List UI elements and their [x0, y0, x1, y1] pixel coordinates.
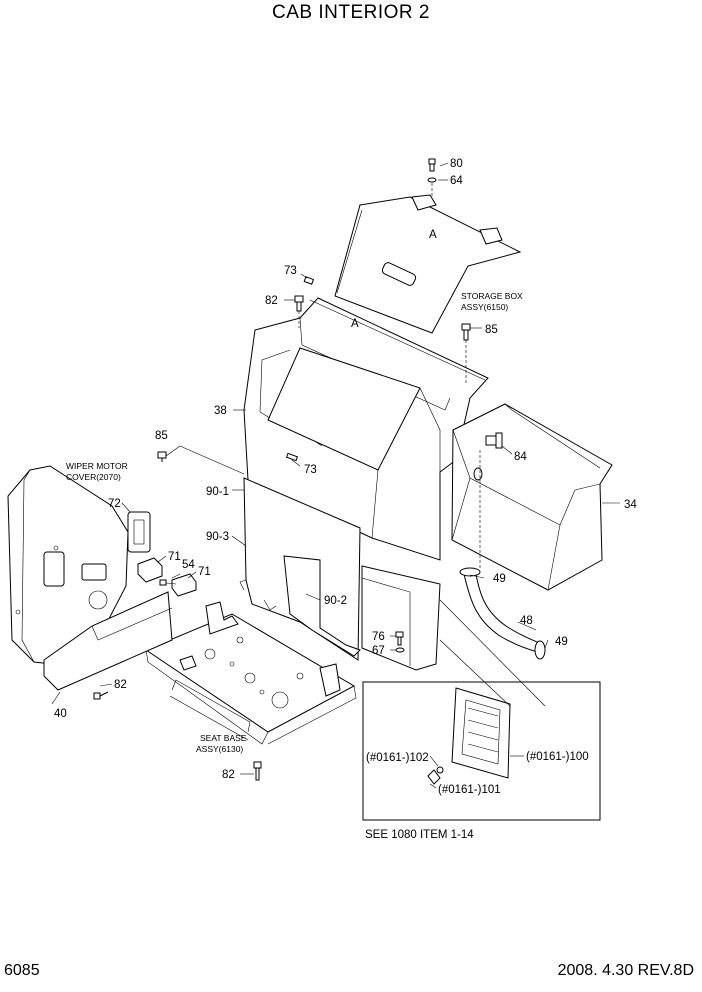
- bolt-82-seat: [253, 761, 262, 781]
- callout-0161-100: (#0161-)100: [526, 751, 589, 763]
- callout-67: 67: [372, 645, 385, 657]
- callout-82-seat: 82: [222, 769, 235, 781]
- callout-40: 40: [54, 708, 67, 720]
- callout-34: 34: [624, 499, 637, 511]
- bolt-85-right: [461, 323, 471, 384]
- callout-48: 48: [520, 615, 533, 627]
- callout-0161-102: (#0161-)102: [366, 752, 429, 764]
- callout-84: 84: [514, 451, 527, 463]
- bolt-85-left: [157, 445, 181, 462]
- page-number: 6085: [4, 962, 40, 979]
- note-storage-box-assy: ASSY(6150): [461, 302, 508, 312]
- callout-38: 38: [214, 405, 227, 417]
- note-wiper-cover: COVER(2070): [66, 472, 121, 482]
- storage-lid: [334, 194, 522, 334]
- clip-73-panel: [285, 452, 299, 462]
- callout-49-b: 49: [555, 636, 568, 648]
- clip-73-top: [303, 276, 315, 285]
- seat-base: [144, 601, 357, 745]
- page-title: CAB INTERIOR 2: [272, 2, 430, 23]
- revision-date: 2008. 4.30 REV.8D: [557, 962, 694, 979]
- knob-71: [137, 557, 197, 597]
- hose-48: [459, 567, 546, 660]
- callout-64: 64: [450, 175, 463, 187]
- callout-76: 76: [372, 631, 385, 643]
- callout-90-2: 90-2: [324, 595, 347, 607]
- reference-box: [362, 681, 601, 821]
- callout-a-panel: A: [351, 318, 359, 330]
- callout-82-side: 82: [114, 679, 127, 691]
- plate-90-2: [361, 565, 441, 671]
- switch-72: [127, 511, 151, 553]
- callout-73-panel: 73: [304, 464, 317, 476]
- bolt-76: [395, 631, 405, 653]
- callout-82-top: 82: [265, 295, 278, 307]
- note-seat-base-assy: ASSY(6130): [196, 744, 243, 754]
- callout-90-1: 90-1: [206, 486, 229, 498]
- storage-box-34: [451, 403, 613, 591]
- callout-80: 80: [450, 158, 463, 170]
- note-storage-box: STORAGE BOX: [461, 291, 523, 301]
- bolt-82-side: [93, 691, 109, 700]
- callout-49-a: 49: [493, 573, 506, 585]
- fitting-84: [479, 432, 503, 568]
- note-wiper-motor: WIPER MOTOR: [66, 461, 128, 471]
- callout-73-top: 73: [284, 265, 297, 277]
- callout-85-left: 85: [155, 430, 168, 442]
- callout-0161-101: (#0161-)101: [438, 784, 501, 796]
- note-seat-base: SEAT BASE: [200, 733, 247, 743]
- leader-lines: [51, 162, 620, 789]
- callout-72: 72: [108, 498, 121, 510]
- callout-71-a: 71: [168, 551, 181, 563]
- bolt-82-top: [294, 295, 304, 328]
- note-see-reference: SEE 1080 ITEM 1-14: [365, 829, 474, 841]
- bolt-80: [427, 158, 437, 197]
- side-panel-40: [7, 465, 173, 691]
- partition-90: [239, 477, 361, 661]
- rear-panel-38: [243, 297, 489, 561]
- callout-54: 54: [182, 559, 195, 571]
- callout-a-lid: A: [429, 229, 437, 241]
- callout-85-right: 85: [485, 324, 498, 336]
- notes: STORAGE BOX ASSY(6150) WIPER MOTOR COVER…: [66, 291, 523, 841]
- callouts: 80 64 A 73 82 A 85 38 85 73 84 34 72 90-…: [54, 158, 637, 796]
- callout-90-3: 90-3: [206, 531, 229, 543]
- callout-71-b: 71: [198, 566, 211, 578]
